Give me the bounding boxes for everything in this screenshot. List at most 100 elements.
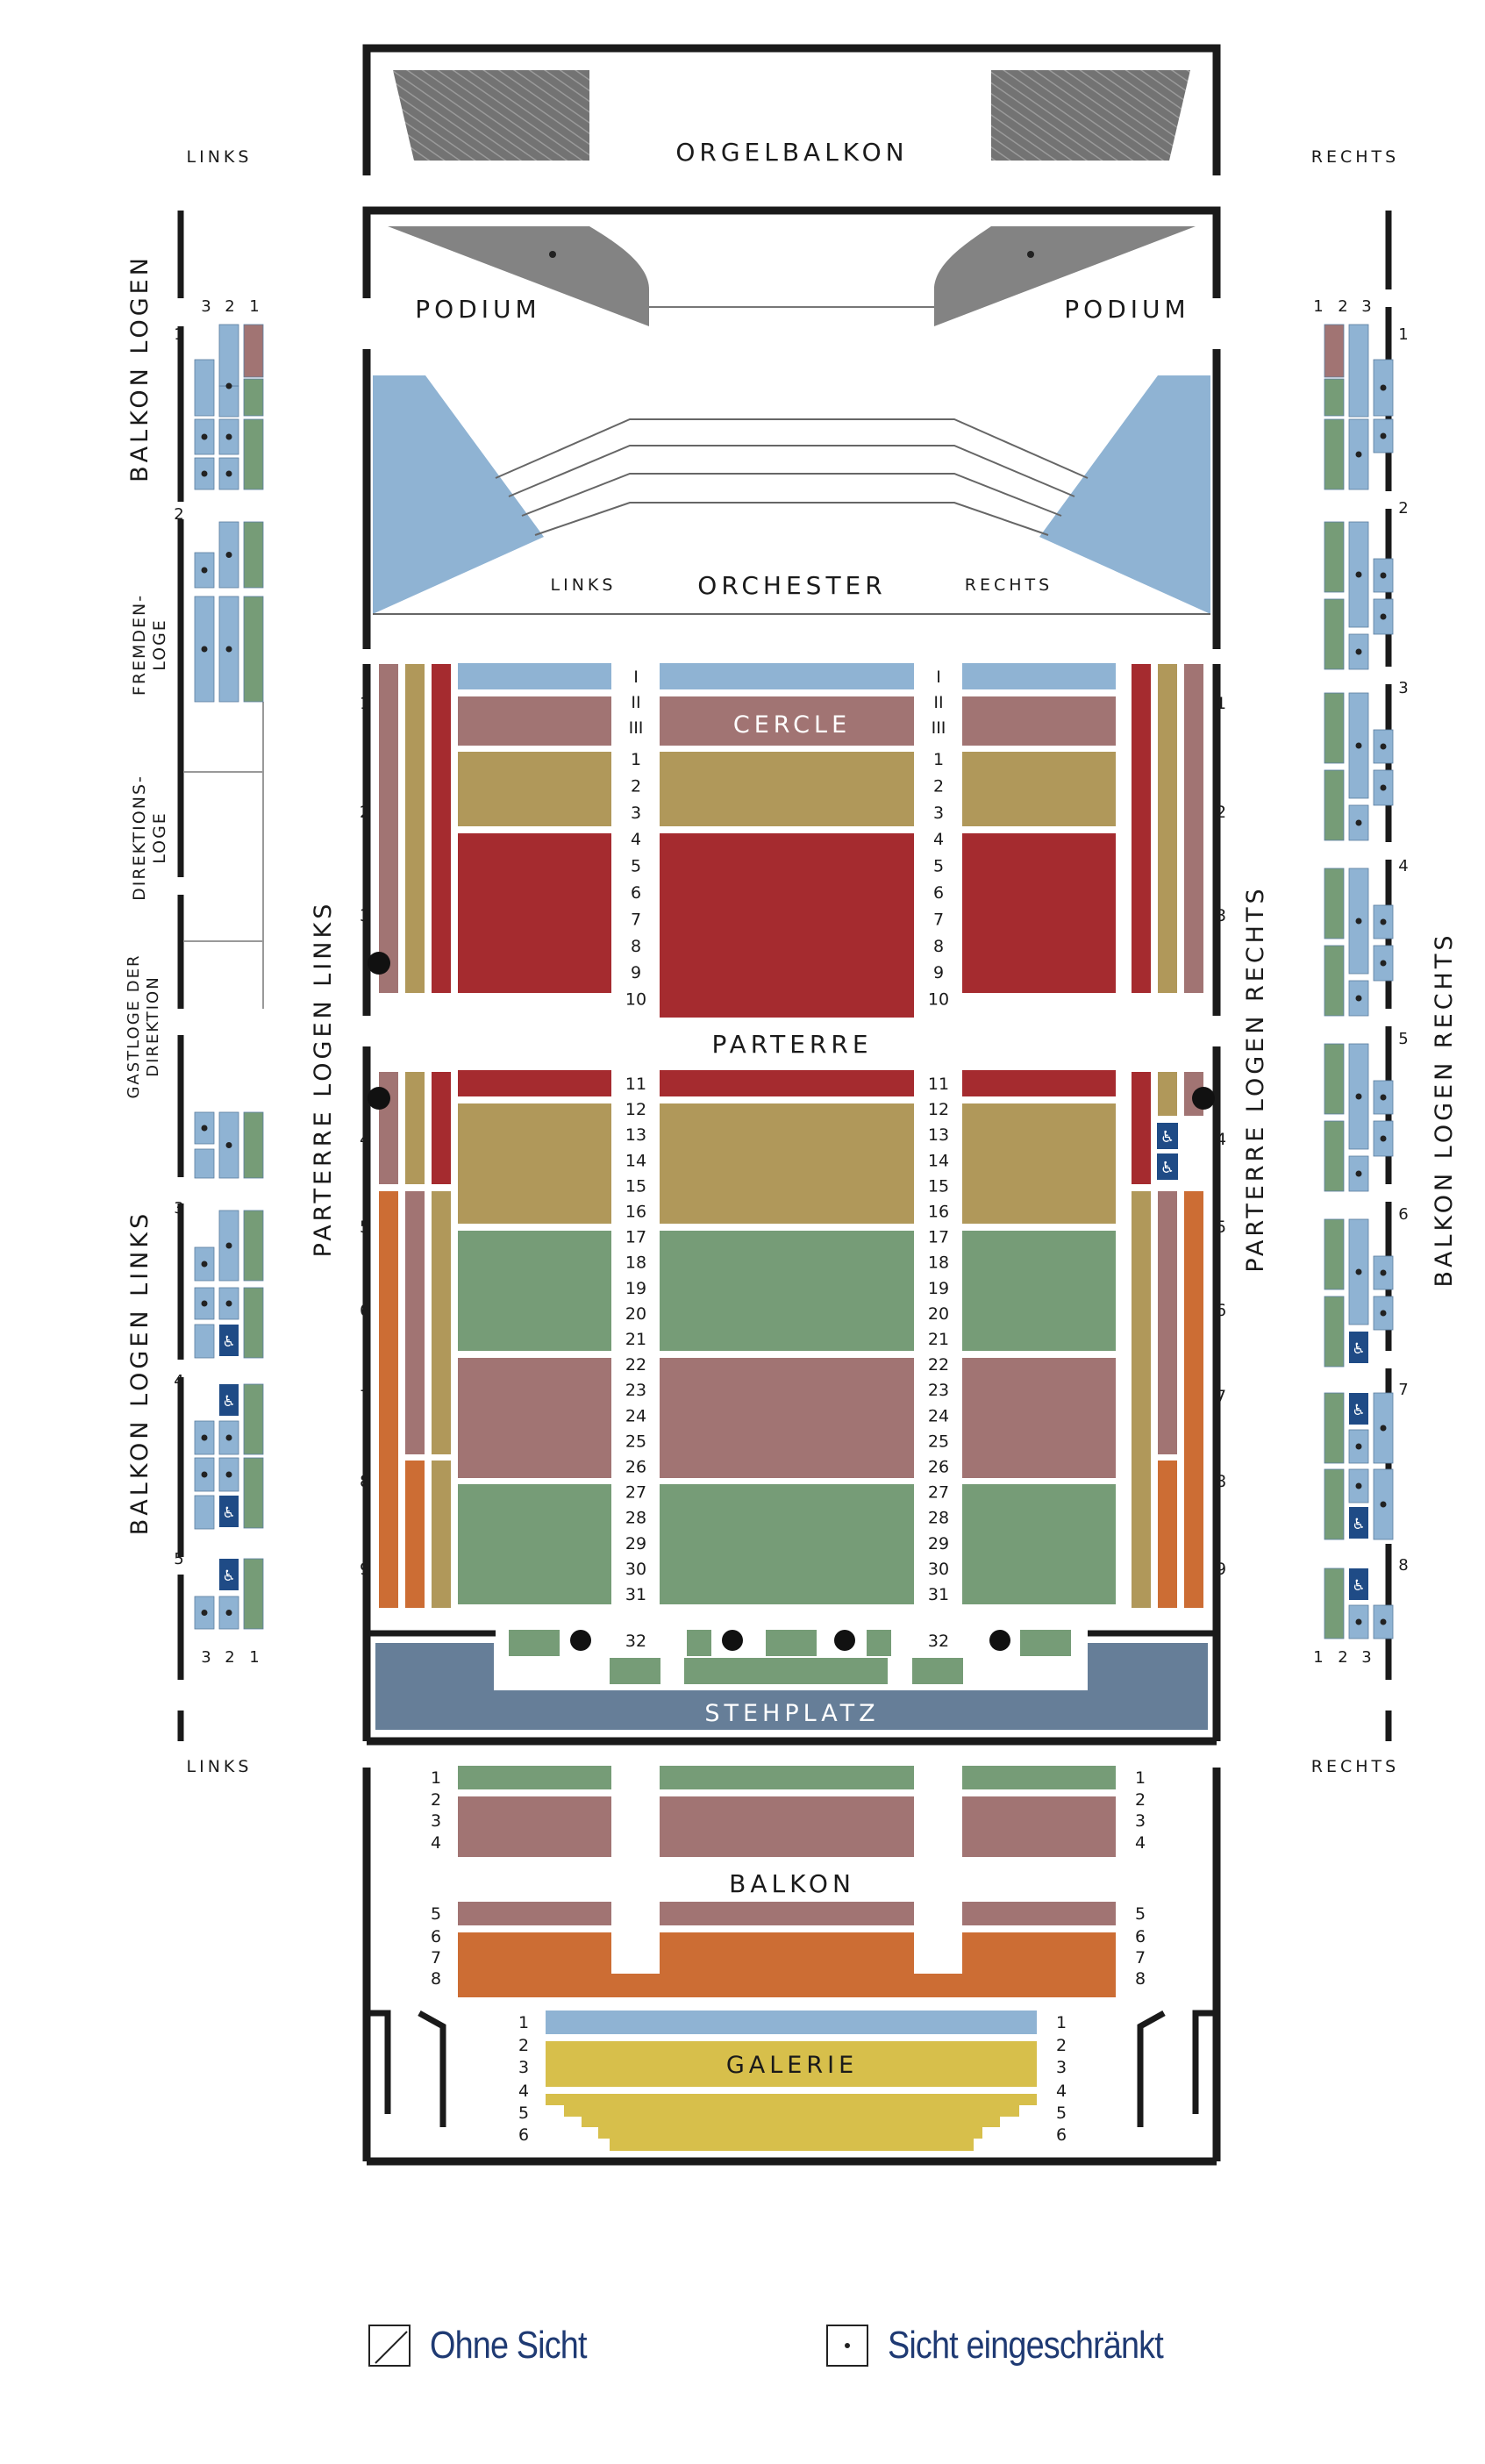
fremdenloge-col1b[interactable] [243,596,264,703]
balkon-loge-left-4-col1[interactable] [243,1383,264,1455]
balkon-loge-right-3-col1b[interactable] [1324,769,1345,841]
parterre-rows-22-26-left[interactable] [458,1358,611,1478]
balkon-loge-right-1-col1b[interactable] [1324,378,1345,417]
parterre-rows-4-10-left[interactable] [458,833,611,993]
podium-left-block[interactable] [388,226,649,326]
parterre-rows-4-10-right[interactable] [962,833,1116,993]
parterre-loge-left-mauve-top[interactable] [379,664,398,993]
balkon-row-1-center[interactable] [660,1766,914,1789]
gastloge-col1[interactable] [243,1111,264,1179]
parterre-row-32-seat-3[interactable] [766,1630,817,1656]
balkon-loge-left-4-col1b[interactable] [243,1457,264,1529]
parterre-rows-1-3-right[interactable] [962,752,1116,826]
parterre-loge-left-red-mid[interactable] [432,1072,451,1184]
parterre-rows-4-10-center[interactable] [660,833,914,1018]
stehplatz-bench-3[interactable] [912,1658,963,1684]
balkon-loge-left-3-col1[interactable] [243,1210,264,1282]
parterre-rows-1-3-center[interactable] [660,752,914,826]
balkon-loge-right-6-col1[interactable] [1324,1218,1345,1290]
balkon-row-1-right[interactable] [962,1766,1116,1789]
orgelbalkon-left-block-no-view[interactable] [393,70,589,161]
balkon-loge-right-1-col1[interactable] [1324,324,1345,378]
parterre-rows-27-31-left[interactable] [458,1484,611,1604]
balkon-loge-left-1-col1[interactable] [243,324,264,378]
balkon-loge-left-1-col1b[interactable] [243,378,264,417]
cercle-row-1-center[interactable] [660,663,914,689]
parterre-row-11-center[interactable] [660,1070,914,1096]
parterre-loge-left-red-top[interactable] [432,664,451,993]
balkon-rows-2-4-left[interactable] [458,1796,611,1857]
parterre-loge-left-orange-2[interactable] [405,1461,425,1608]
parterre-loge-right-red-mid[interactable] [1132,1072,1151,1184]
balkon-loge-left-1-col3[interactable] [194,359,215,417]
balkon-loge-right-4-col1b[interactable] [1324,945,1345,1017]
parterre-loge-left-orange-1[interactable] [379,1191,398,1608]
parterre-loge-right-olive-top[interactable] [1158,664,1177,993]
balkon-loge-right-1-col1c[interactable] [1324,418,1345,490]
parterre-row-32-seat-4[interactable] [867,1630,891,1656]
balkon-loge-right-8-col1[interactable] [1324,1568,1345,1639]
parterre-rows-1-3-left[interactable] [458,752,611,826]
balkon-loge-right-2-col1[interactable] [1324,521,1345,593]
balkon-row-5-center[interactable] [660,1902,914,1925]
parterre-loge-left-mauve-2[interactable] [405,1191,425,1454]
gastloge-col3b[interactable] [194,1148,215,1179]
balkon-loge-left-3-col1b[interactable] [243,1287,264,1359]
balkon-row-5-left[interactable] [458,1902,611,1925]
balkon-loge-left-1-col1c[interactable] [243,418,264,490]
balkon-loge-left-3-col3c[interactable] [194,1324,215,1359]
parterre-rows-27-31-right[interactable] [962,1484,1116,1604]
parterre-row-32-seat-1[interactable] [509,1630,560,1656]
balkon-row-5-right[interactable] [962,1902,1116,1925]
cercle-rows-2-3-left[interactable] [458,696,611,746]
balkon-loge-right-3-col1[interactable] [1324,692,1345,764]
parterre-row-11-left[interactable] [458,1070,611,1096]
balkon-loge-right-7-col1b[interactable] [1324,1468,1345,1540]
fremdenloge-col1[interactable] [243,521,264,589]
galerie-row-1[interactable] [546,2010,1037,2034]
parterre-loge-right-red-top[interactable] [1132,664,1151,993]
parterre-rows-17-21-right[interactable] [962,1231,1116,1351]
parterre-rows-17-21-left[interactable] [458,1231,611,1351]
orchester-rechts-block[interactable] [1039,375,1210,614]
stehplatz-area[interactable] [375,1643,1208,1730]
balkon-loge-right-6-col1b[interactable] [1324,1296,1345,1368]
parterre-loge-right-mauve-2[interactable] [1158,1191,1177,1454]
balkon-loge-left-1-col2[interactable] [218,324,239,418]
balkon-rows-2-4-right[interactable] [962,1796,1116,1857]
parterre-rows-17-21-center[interactable] [660,1231,914,1351]
parterre-loge-left-olive-3[interactable] [432,1191,451,1454]
parterre-loge-right-mauve-top[interactable] [1184,664,1203,993]
parterre-rows-22-26-right[interactable] [962,1358,1116,1478]
parterre-loge-left-olive-mid[interactable] [405,1072,425,1184]
parterre-rows-12-16-left[interactable] [458,1103,611,1224]
orchester-links-block[interactable] [373,375,544,614]
parterre-rows-27-31-center[interactable] [660,1484,914,1604]
parterre-loge-right-olive-mid[interactable] [1158,1072,1177,1116]
parterre-rows-12-16-center[interactable] [660,1103,914,1224]
parterre-row-11-right[interactable] [962,1070,1116,1096]
parterre-loge-right-olive-1[interactable] [1132,1191,1151,1608]
cercle-row-1-left[interactable] [458,663,611,689]
parterre-rows-22-26-center[interactable] [660,1358,914,1478]
parterre-rows-12-16-right[interactable] [962,1103,1116,1224]
balkon-loge-right-4-col1[interactable] [1324,868,1345,939]
galerie-rows-4-6[interactable] [546,2094,1037,2151]
cercle-row-1-right[interactable] [962,663,1116,689]
balkon-loge-right-1-col2[interactable] [1348,324,1369,418]
balkon-loge-right-7-col1[interactable] [1324,1392,1345,1464]
cercle-rows-2-3-center[interactable] [660,696,914,746]
orgelbalkon-right-block-no-view[interactable] [991,70,1190,161]
stehplatz-bench-2[interactable] [684,1658,888,1684]
parterre-row-32-seat-2[interactable] [687,1630,711,1656]
balkon-loge-left-4-col3c[interactable] [194,1495,215,1530]
stehplatz-bench-1[interactable] [610,1658,660,1684]
balkon-loge-right-2-col1b[interactable] [1324,598,1345,670]
galerie-rows-2-3[interactable] [546,2041,1037,2087]
parterre-loge-left-olive-top[interactable] [405,664,425,993]
balkon-loge-left-5-col1[interactable] [243,1558,264,1630]
balkon-loge-right-5-col1[interactable] [1324,1043,1345,1115]
parterre-loge-right-orange-3[interactable] [1184,1191,1203,1608]
parterre-loge-right-orange-2[interactable] [1158,1461,1177,1608]
cercle-rows-2-3-right[interactable] [962,696,1116,746]
